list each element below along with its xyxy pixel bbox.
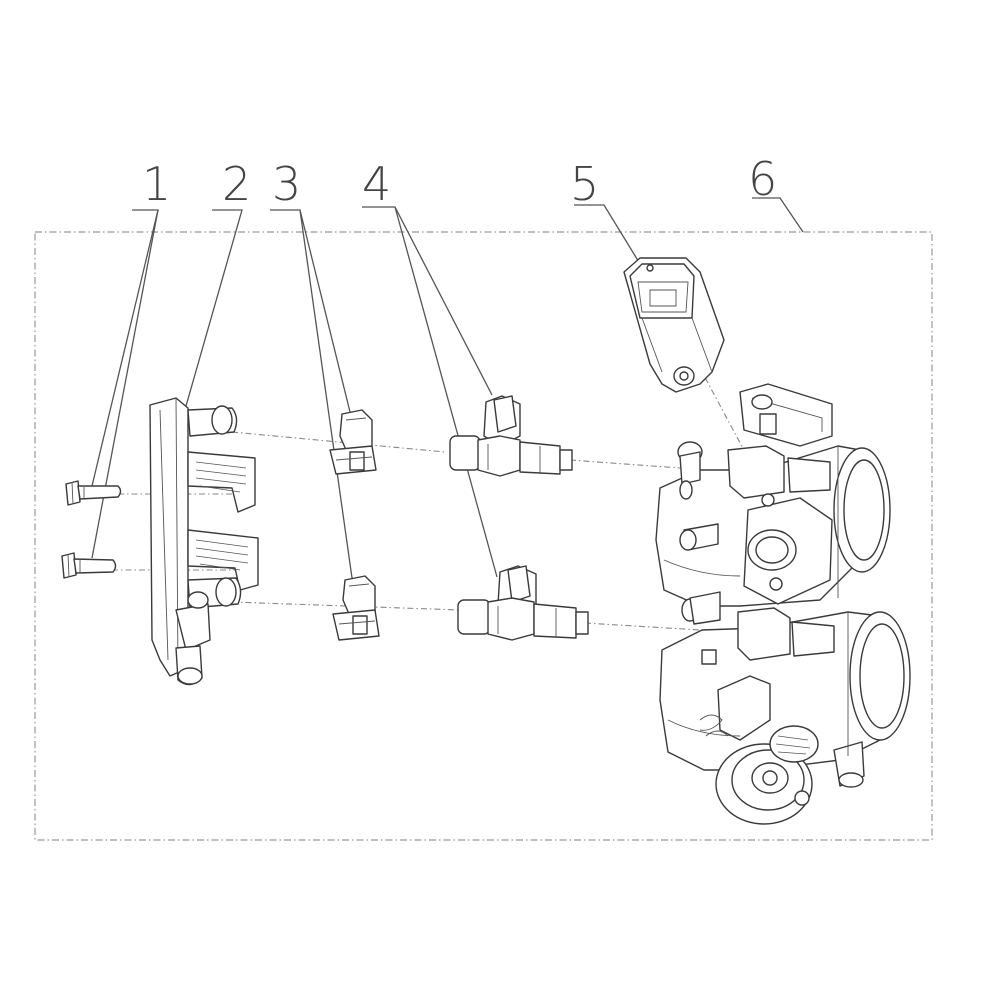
callout-6: 6 [748, 152, 777, 206]
callout-4: 4 [362, 157, 391, 211]
fuel-rail [149, 397, 259, 686]
leader-3b [299, 209, 354, 586]
sensor [623, 257, 725, 393]
leader-3 [270, 209, 353, 421]
clip-lower [332, 575, 380, 641]
leader-6 [752, 197, 804, 233]
assembly-frame [34, 231, 933, 841]
leader-2 [171, 209, 243, 456]
throttle-body [655, 383, 911, 825]
injector-upper [449, 395, 573, 477]
clip-upper [329, 409, 377, 475]
leader-lines [91, 197, 804, 586]
leader-5 [574, 204, 646, 273]
leader-1b [91, 209, 159, 559]
injector-lower [457, 565, 589, 641]
leader-4b [394, 206, 498, 578]
callout-2: 2 [222, 157, 251, 211]
callout-3: 3 [272, 157, 301, 211]
bolt-lower [61, 552, 117, 579]
callout-5: 5 [570, 157, 599, 211]
bolt-upper [65, 480, 122, 506]
leader-4 [362, 206, 493, 396]
callout-1: 1 [142, 157, 171, 211]
leader-1 [91, 209, 159, 487]
